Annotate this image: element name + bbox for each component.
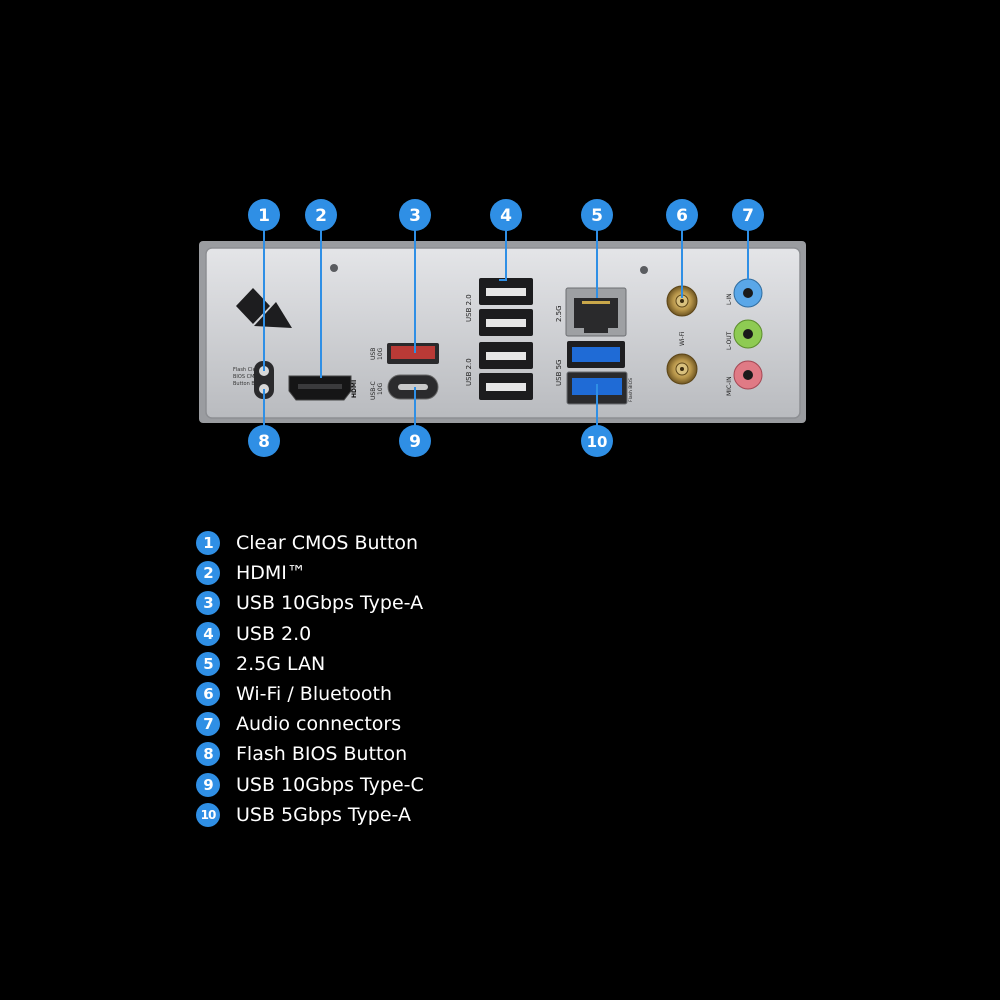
usb10-label: 10G (377, 347, 384, 360)
callout-number: 6 (676, 206, 688, 226)
callout-1: 1 (248, 199, 280, 231)
usb10-label: USB (370, 348, 377, 360)
legend-label: 2.5G LAN (236, 652, 326, 675)
legend-item: 10 USB 5Gbps Type-A (196, 800, 424, 830)
callout-number: 8 (258, 432, 270, 452)
legend-item: 4 USB 2.0 (196, 619, 424, 649)
legend-item: 3 USB 10Gbps Type-A (196, 588, 424, 618)
usb-10g-type-a-port: USB 10G (370, 343, 439, 364)
legend-number-badge: 8 (196, 742, 220, 767)
audio-jacks: L-IN L-OUT MIC-IN (726, 278, 763, 396)
legend-label: USB 10Gbps Type-C (236, 773, 424, 796)
callout-5: 5 (581, 199, 613, 231)
lan-label: 2.5G (555, 305, 563, 322)
legend-number-badge: 6 (196, 682, 220, 707)
callout-7: 7 (732, 199, 764, 231)
legend-number-badge: 10 (196, 802, 220, 827)
callout-number: 10 (587, 433, 608, 451)
flash-bios-text: BIOS CMOS (233, 374, 262, 380)
flash-bios-port-label: Flash BIOS (628, 378, 634, 402)
callout-8: 8 (248, 425, 280, 457)
usb20-label: USB 2.0 (465, 294, 473, 322)
callout-10: 10 (581, 425, 613, 457)
flash-bios-text: Button Button (233, 381, 268, 387)
usb-10g-type-c-port: USB-C 10G (370, 374, 439, 400)
legend-label: Wi-Fi / Bluetooth (236, 683, 393, 706)
legend-label: USB 2.0 (236, 622, 312, 645)
legend-label: Flash BIOS Button (236, 743, 408, 766)
legend-number-badge: 7 (196, 712, 220, 737)
line-in-label: L-IN (726, 293, 733, 305)
callout-9: 9 (399, 425, 431, 457)
legend-label: Audio connectors (236, 713, 402, 736)
hdmi-port: HDMI (288, 375, 358, 401)
lan-port: 2.5G (555, 287, 627, 337)
callout-2: 2 (305, 199, 337, 231)
usb20-label: USB 2.0 (465, 358, 473, 386)
legend-label: USB 5Gbps Type-A (236, 803, 411, 826)
legend-label: USB 10Gbps Type-A (236, 592, 424, 615)
screw-icon (640, 266, 648, 274)
callout-6: 6 (666, 199, 698, 231)
legend-item: 9 USB 10Gbps Type-C (196, 770, 424, 800)
screw-icon (330, 264, 338, 272)
legend-item: 1 Clear CMOS Button (196, 528, 424, 558)
legend-label: Clear CMOS Button (236, 532, 419, 555)
legend-item: 7 Audio connectors (196, 709, 424, 739)
callout-4: 4 (490, 199, 522, 231)
legend-item: 6 Wi-Fi / Bluetooth (196, 679, 424, 709)
callout-number: 7 (742, 206, 754, 226)
callout-number: 1 (258, 206, 270, 226)
callout-number: 9 (409, 432, 421, 452)
wifi-label: Wi-Fi (679, 331, 686, 346)
legend-number-badge: 2 (196, 561, 220, 586)
line-out-label: L-OUT (726, 331, 733, 350)
legend-number-badge: 4 (196, 621, 220, 646)
flash-bios-text: Flash Clear (233, 367, 262, 373)
legend-number-badge: 5 (196, 651, 220, 676)
usb-2-ports: USB 2.0 USB 2.0 (465, 278, 533, 400)
legend-number-badge: 3 (196, 591, 220, 616)
legend-label: HDMI™ (236, 562, 306, 585)
legend-item: 8 Flash BIOS Button (196, 739, 424, 769)
legend-number-badge: 9 (196, 772, 220, 797)
usbc-label: 10G (377, 382, 384, 395)
callout-number: 4 (500, 206, 512, 226)
legend-number-badge: 1 (196, 531, 220, 556)
usbc-label: USB-C (370, 381, 377, 400)
mic-in-label: MIC-IN (726, 376, 733, 396)
wifi-antenna-connectors: Wi-Fi (666, 285, 698, 385)
legend-item: 5 2.5G LAN (196, 649, 424, 679)
legend-item: 2 HDMI™ (196, 558, 424, 588)
callout-number: 5 (591, 206, 603, 226)
callout-3: 3 (399, 199, 431, 231)
usb5-label: USB 5G (555, 360, 563, 386)
hdmi-logo-text: HDMI (351, 380, 358, 398)
callout-number: 2 (315, 206, 327, 226)
callout-number: 3 (409, 206, 421, 226)
callout-leader-lines (263, 230, 749, 426)
